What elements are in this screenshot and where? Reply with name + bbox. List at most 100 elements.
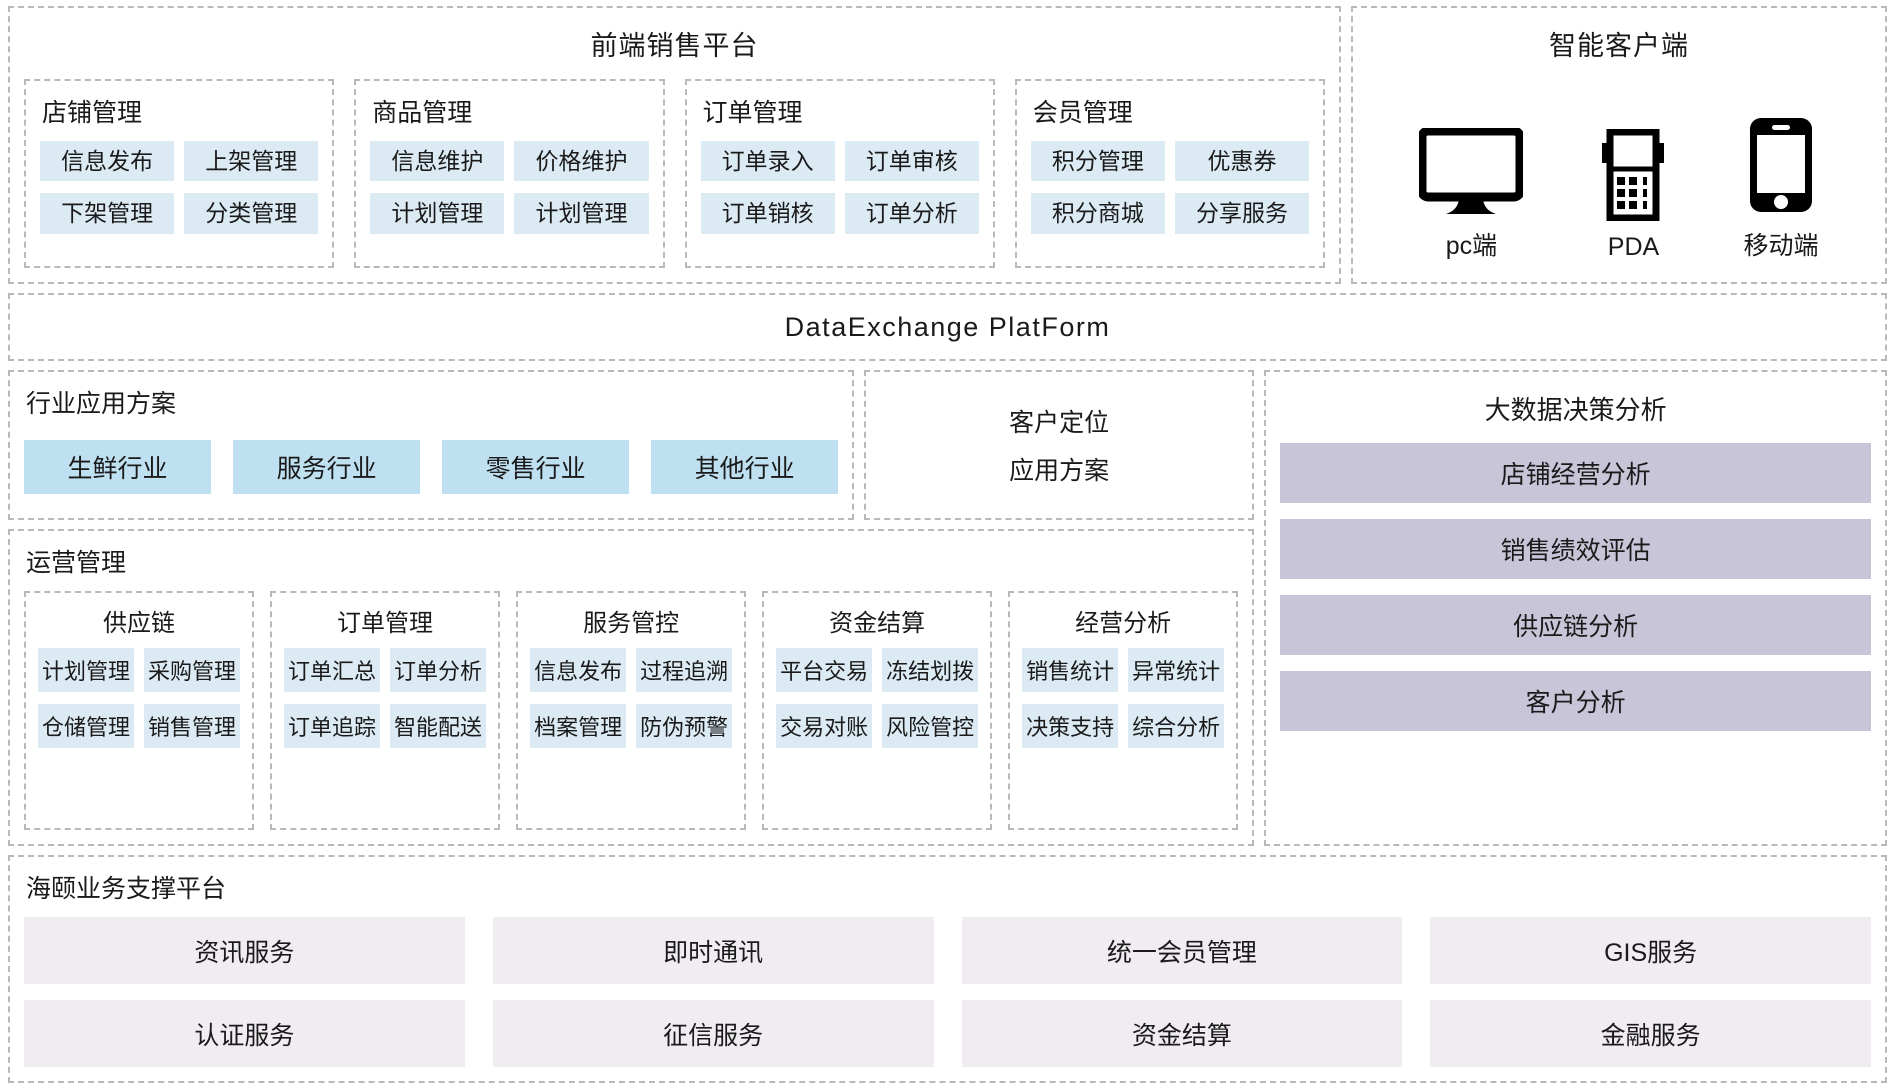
industry-item[interactable]: 生鲜行业 bbox=[24, 440, 212, 494]
group-title: 订单管理 bbox=[702, 99, 803, 127]
chip-item[interactable]: 积分管理 bbox=[1030, 141, 1165, 182]
ops-chip-item[interactable]: 销售管理 bbox=[144, 704, 241, 748]
big-data-item[interactable]: 销售绩效评估 bbox=[1280, 519, 1871, 579]
ops-chip-item[interactable]: 风险管控 bbox=[882, 704, 979, 748]
ops-group-title: 资金结算 bbox=[829, 610, 926, 637]
chip-item[interactable]: 上架管理 bbox=[184, 141, 319, 182]
ops-chip-item[interactable]: 平台交易 bbox=[776, 648, 873, 692]
chip-item[interactable]: 分享服务 bbox=[1174, 193, 1309, 234]
ops-group-title: 订单管理 bbox=[337, 610, 434, 637]
support-item[interactable]: 认证服务 bbox=[24, 1000, 465, 1067]
industry-items: 生鲜行业 服务行业 零售行业 其他行业 bbox=[24, 430, 839, 504]
ops-group-items: 订单汇总 订单分析 订单追踪 智能配送 bbox=[284, 648, 487, 748]
ops-chip-item[interactable]: 冻结划拨 bbox=[882, 648, 979, 692]
chip-item[interactable]: 计划管理 bbox=[514, 193, 649, 234]
ops-chip-item[interactable]: 订单追踪 bbox=[284, 704, 381, 748]
support-item[interactable]: GIS服务 bbox=[1430, 917, 1871, 984]
chip-item[interactable]: 优惠券 bbox=[1174, 141, 1309, 182]
data-exchange-platform-title: DataExchange PlatForm bbox=[784, 311, 1111, 342]
ops-chip-item[interactable]: 智能配送 bbox=[390, 704, 487, 748]
ops-group-title: 经营分析 bbox=[1075, 610, 1172, 637]
ops-group-items: 计划管理 采购管理 仓储管理 销售管理 bbox=[38, 648, 241, 748]
ops-chip-item[interactable]: 计划管理 bbox=[38, 648, 135, 692]
industry-and-position-row: 行业应用方案 生鲜行业 服务行业 零售行业 其他行业 客户定位 应用方案 bbox=[8, 370, 1255, 520]
support-item[interactable]: 资讯服务 bbox=[24, 917, 465, 984]
chip-item[interactable]: 订单录入 bbox=[700, 141, 835, 182]
ops-chip-item[interactable]: 销售统计 bbox=[1022, 648, 1119, 692]
group-order-management: 订单管理 订单录入 订单审核 订单销核 订单分析 bbox=[684, 79, 995, 268]
ops-chip-item[interactable]: 订单分析 bbox=[390, 648, 487, 692]
chip-item[interactable]: 积分商城 bbox=[1030, 193, 1165, 234]
chip-item[interactable]: 分类管理 bbox=[184, 193, 319, 234]
front-sales-groups: 店铺管理 信息发布 上架管理 下架管理 分类管理 商品管理 信息维护 价格维护 … bbox=[24, 79, 1325, 268]
group-items: 信息发布 上架管理 下架管理 分类管理 bbox=[40, 141, 319, 234]
group-product-management: 商品管理 信息维护 价格维护 计划管理 计划管理 bbox=[354, 79, 665, 268]
device-pda[interactable]: PDA bbox=[1592, 129, 1674, 262]
group-items: 订单录入 订单审核 订单销核 订单分析 bbox=[700, 141, 979, 234]
chip-item[interactable]: 订单分析 bbox=[844, 193, 979, 234]
industry-item[interactable]: 服务行业 bbox=[233, 440, 421, 494]
operations-management-panel: 运营管理 供应链 计划管理 采购管理 仓储管理 销售管理 订单管理 bbox=[8, 529, 1255, 846]
ops-chip-item[interactable]: 过程追溯 bbox=[636, 648, 733, 692]
ops-chip-item[interactable]: 仓储管理 bbox=[38, 704, 135, 748]
group-title: 商品管理 bbox=[372, 99, 473, 127]
big-data-item[interactable]: 店铺经营分析 bbox=[1280, 443, 1871, 503]
ops-chip-item[interactable]: 档案管理 bbox=[530, 704, 627, 748]
support-platform-title: 海颐业务支撑平台 bbox=[26, 875, 227, 903]
ops-group-service-control: 服务管控 信息发布 过程追溯 档案管理 防伪预警 bbox=[516, 591, 747, 830]
industry-solutions-title: 行业应用方案 bbox=[26, 390, 177, 418]
group-items: 信息维护 价格维护 计划管理 计划管理 bbox=[370, 141, 649, 234]
support-item[interactable]: 资金结算 bbox=[961, 1000, 1403, 1067]
ops-chip-item[interactable]: 综合分析 bbox=[1128, 704, 1225, 748]
ops-chip-item[interactable]: 信息发布 bbox=[530, 648, 627, 692]
device-label: pc端 bbox=[1445, 232, 1498, 260]
big-data-analysis-panel: 大数据决策分析 店铺经营分析 销售绩效评估 供应链分析 客户分析 bbox=[1264, 370, 1887, 846]
device-mobile[interactable]: 移动端 bbox=[1743, 116, 1818, 262]
ops-chip-item[interactable]: 订单汇总 bbox=[284, 648, 381, 692]
top-row: 前端销售平台 店铺管理 信息发布 上架管理 下架管理 分类管理 商品管理 信息维… bbox=[8, 6, 1887, 284]
operations-groups: 供应链 计划管理 采购管理 仓储管理 销售管理 订单管理 订单汇总 订单分析 bbox=[24, 591, 1239, 830]
desktop-monitor-icon bbox=[1419, 128, 1524, 214]
ops-group-items: 平台交易 冻结划拨 交易对账 风险管控 bbox=[776, 648, 979, 748]
data-exchange-platform-bar: DataExchange PlatForm bbox=[8, 293, 1887, 361]
customer-positioning-line2: 应用方案 bbox=[1009, 457, 1110, 485]
ops-chip-item[interactable]: 异常统计 bbox=[1128, 648, 1225, 692]
chip-item[interactable]: 信息维护 bbox=[370, 141, 505, 182]
chip-item[interactable]: 信息发布 bbox=[40, 141, 175, 182]
customer-positioning-line1: 客户定位 bbox=[1009, 409, 1110, 437]
chip-item[interactable]: 下架管理 bbox=[40, 193, 175, 234]
big-data-items: 店铺经营分析 销售绩效评估 供应链分析 客户分析 bbox=[1280, 443, 1871, 828]
industry-item[interactable]: 零售行业 bbox=[442, 440, 630, 494]
group-title: 会员管理 bbox=[1032, 99, 1133, 127]
ops-chip-item[interactable]: 决策支持 bbox=[1022, 704, 1119, 748]
ops-chip-item[interactable]: 交易对账 bbox=[776, 704, 873, 748]
big-data-item[interactable]: 客户分析 bbox=[1280, 671, 1871, 731]
ops-chip-item[interactable]: 防伪预警 bbox=[636, 704, 733, 748]
support-item[interactable]: 统一会员管理 bbox=[961, 917, 1403, 984]
ops-group-supply-chain: 供应链 计划管理 采购管理 仓储管理 销售管理 bbox=[24, 591, 255, 830]
group-member-management: 会员管理 积分管理 优惠券 积分商城 分享服务 bbox=[1014, 79, 1325, 268]
chip-item[interactable]: 计划管理 bbox=[370, 193, 505, 234]
ops-group-order-management: 订单管理 订单汇总 订单分析 订单追踪 智能配送 bbox=[270, 591, 501, 830]
chip-item[interactable]: 订单审核 bbox=[844, 141, 979, 182]
big-data-analysis-title: 大数据决策分析 bbox=[1484, 395, 1667, 425]
chip-item[interactable]: 订单销核 bbox=[700, 193, 835, 234]
device-list: pc端 bbox=[1367, 79, 1871, 268]
smart-client-panel: 智能客户端 pc端 bbox=[1351, 6, 1887, 284]
support-item[interactable]: 金融服务 bbox=[1430, 1000, 1871, 1067]
ops-chip-item[interactable]: 采购管理 bbox=[144, 648, 241, 692]
front-sales-platform-title: 前端销售平台 bbox=[590, 31, 759, 61]
ops-group-business-analysis: 经营分析 销售统计 异常统计 决策支持 综合分析 bbox=[1008, 591, 1239, 830]
support-item[interactable]: 征信服务 bbox=[492, 1000, 934, 1067]
industry-item[interactable]: 其他行业 bbox=[651, 440, 839, 494]
device-pc[interactable]: pc端 bbox=[1419, 128, 1524, 262]
device-label: 移动端 bbox=[1743, 232, 1819, 260]
customer-positioning-panel: 客户定位 应用方案 bbox=[864, 370, 1255, 520]
big-data-item[interactable]: 供应链分析 bbox=[1280, 595, 1871, 655]
chip-item[interactable]: 价格维护 bbox=[514, 141, 649, 182]
device-label: PDA bbox=[1607, 233, 1660, 261]
industry-solutions-panel: 行业应用方案 生鲜行业 服务行业 零售行业 其他行业 bbox=[8, 370, 855, 520]
support-item[interactable]: 即时通讯 bbox=[492, 917, 934, 984]
pda-handheld-icon bbox=[1592, 129, 1674, 221]
